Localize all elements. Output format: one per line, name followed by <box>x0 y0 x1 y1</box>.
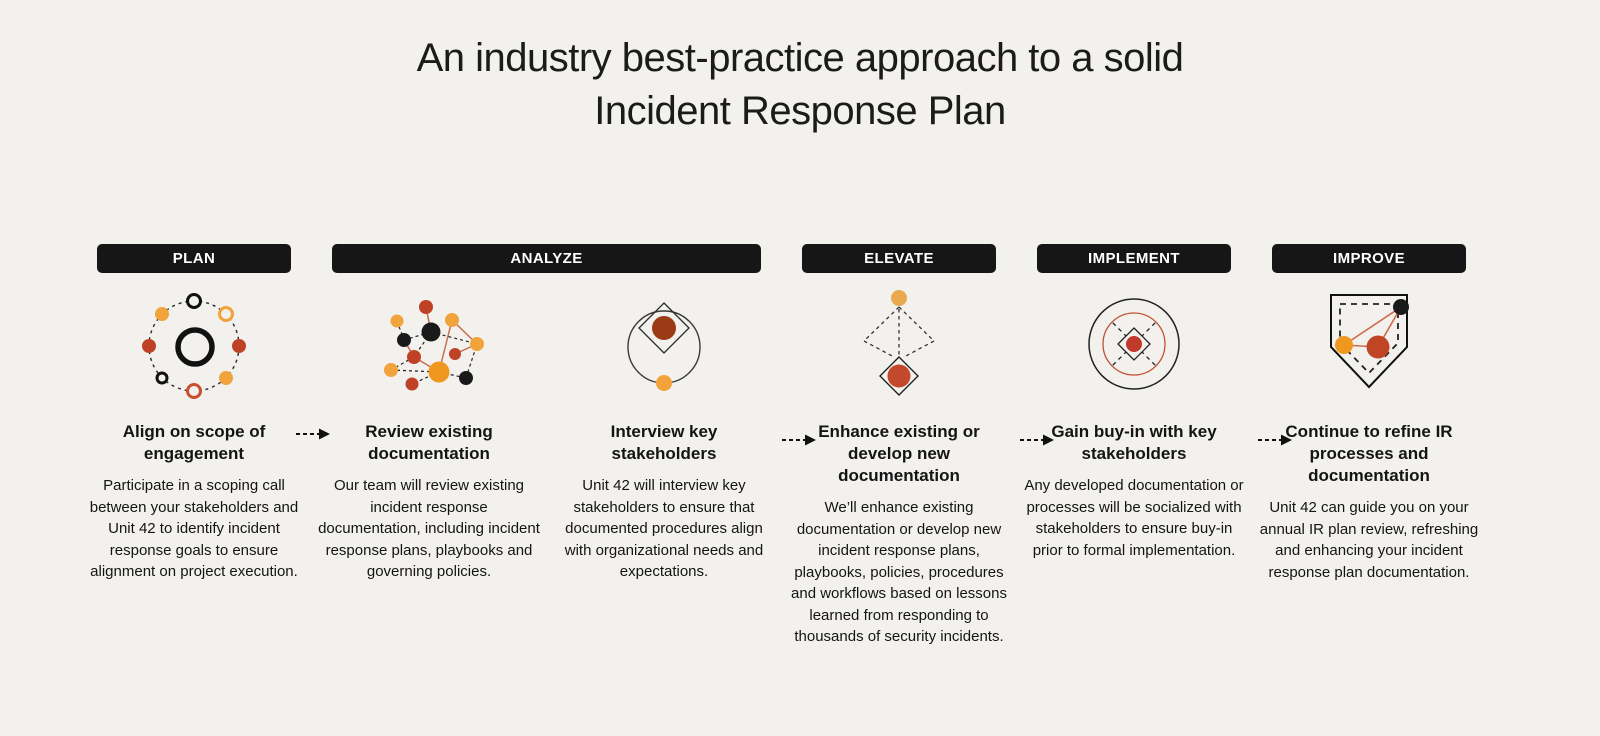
step-enhance: Enhance existing or develop new document… <box>788 421 1010 648</box>
target-icon <box>1037 273 1231 421</box>
step-body: Unit 42 will interview key stakeholders … <box>564 477 764 580</box>
step-body: Unit 42 can guide you on your annual IR … <box>1259 499 1479 581</box>
step-refine: Continue to refine IR processes and docu… <box>1258 421 1480 648</box>
step-heading: Continue to refine IR processes and docu… <box>1285 422 1453 485</box>
circle-diamond-icon <box>567 273 761 421</box>
page-title-line-2: Incident Response Plan <box>594 89 1006 133</box>
step-interview: Interview key stakeholders Unit 42 will … <box>553 421 775 648</box>
process-diagram: PLAN ANALYZE ELEVATE IMPLEMENT IMPROVE <box>90 244 1478 648</box>
phase-bar-analyze: ANALYZE <box>332 244 761 273</box>
shield-network-icon <box>1272 273 1466 421</box>
phase-bar-implement: IMPLEMENT <box>1037 244 1231 273</box>
network-graph-icon <box>332 273 526 421</box>
diamond-cascade-icon <box>802 273 996 421</box>
step-review: Review existing documentation Our team w… <box>318 421 540 648</box>
step-body: Any developed documentation or processes… <box>1024 477 1244 559</box>
step-body: Our team will review existing incident r… <box>318 477 540 580</box>
phase-bar-plan: PLAN <box>97 244 291 273</box>
page-title: An industry best-practice approach to a … <box>0 32 1600 138</box>
flow-arrow-icon <box>1258 434 1292 446</box>
step-heading: Review existing documentation <box>365 422 493 463</box>
step-heading: Gain buy-in with key stakeholders <box>1051 422 1217 463</box>
flow-arrow-icon <box>1020 434 1054 446</box>
step-body: We’ll enhance existing documentation or … <box>791 499 1007 645</box>
flow-arrow-icon <box>782 434 816 446</box>
node-ring-icon <box>97 273 291 421</box>
flow-arrow-icon <box>296 428 330 440</box>
step-body: Participate in a scoping call between yo… <box>89 477 299 580</box>
step-heading: Enhance existing or develop new document… <box>818 422 980 485</box>
step-plan: Align on scope of engagement Participate… <box>83 421 305 648</box>
phase-bar-improve: IMPROVE <box>1272 244 1466 273</box>
step-heading: Align on scope of engagement <box>122 422 266 463</box>
phase-bar-elevate: ELEVATE <box>802 244 996 273</box>
page-title-line-1: An industry best-practice approach to a … <box>416 36 1184 80</box>
step-buy-in: Gain buy-in with key stakeholders Any de… <box>1023 421 1245 648</box>
step-heading: Interview key stakeholders <box>610 422 718 463</box>
